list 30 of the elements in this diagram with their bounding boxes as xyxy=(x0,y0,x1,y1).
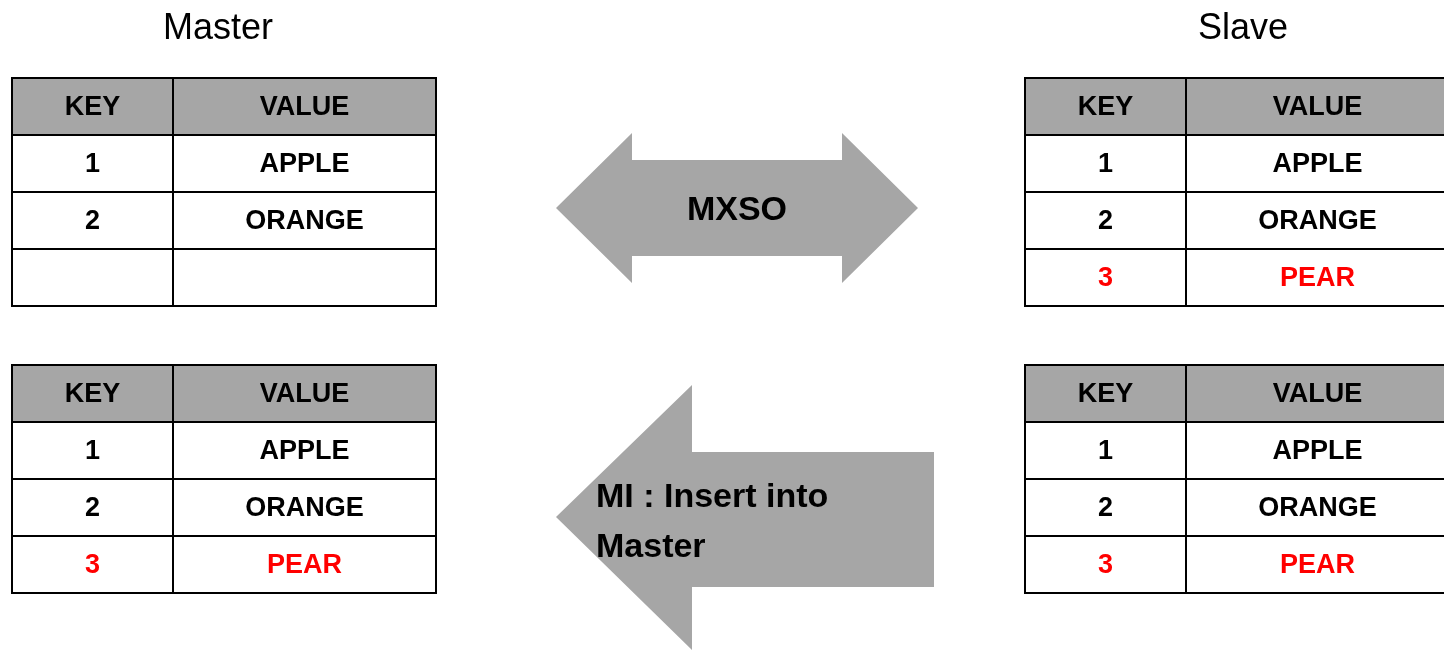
arrow-label: MXSO xyxy=(685,188,789,229)
double-arrow xyxy=(556,133,918,283)
table-cell: PEAR xyxy=(174,537,437,594)
left-arrow xyxy=(556,385,934,650)
table-cell: 1 xyxy=(1026,136,1187,193)
table-cell: 2 xyxy=(1026,480,1187,537)
table-cell: 3 xyxy=(1026,537,1187,594)
column-header: KEY xyxy=(1026,366,1187,423)
table-cell: APPLE xyxy=(174,423,437,480)
table-cell: 2 xyxy=(13,480,174,537)
column-header: KEY xyxy=(13,366,174,423)
table-cell: 3 xyxy=(13,537,174,594)
arrow-label: MI : Insert into Master xyxy=(596,475,830,566)
table-title: Master xyxy=(163,6,273,48)
column-header: VALUE xyxy=(1187,366,1444,423)
table-cell: 1 xyxy=(13,423,174,480)
table-cell: 1 xyxy=(1026,423,1187,480)
table-cell: APPLE xyxy=(174,136,437,193)
column-header: KEY xyxy=(1026,79,1187,136)
table-cell: 2 xyxy=(1026,193,1187,250)
table-cell: 1 xyxy=(13,136,174,193)
table-cell: ORANGE xyxy=(174,193,437,250)
column-header: VALUE xyxy=(1187,79,1444,136)
column-header: VALUE xyxy=(174,79,437,136)
table-cell: ORANGE xyxy=(174,480,437,537)
column-header: VALUE xyxy=(174,366,437,423)
table-title: Slave xyxy=(1197,6,1289,48)
table-cell: 2 xyxy=(13,193,174,250)
column-header: KEY xyxy=(13,79,174,136)
table-cell: 3 xyxy=(1026,250,1187,307)
